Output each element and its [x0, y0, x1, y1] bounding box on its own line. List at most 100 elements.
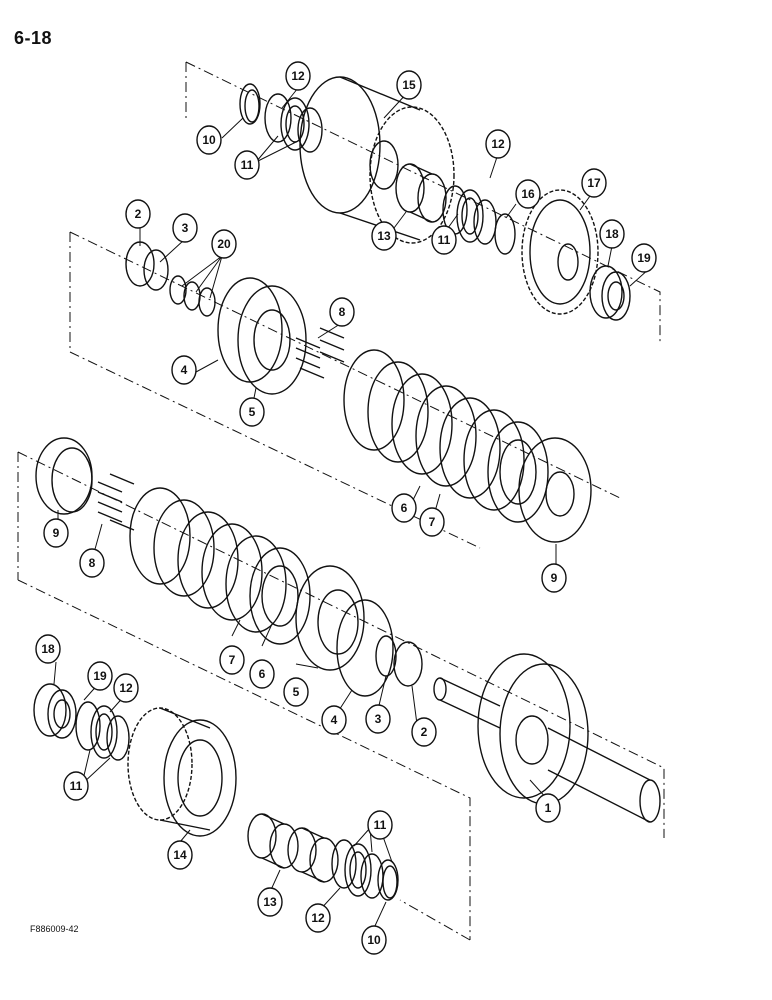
callout-label: 6 [401, 501, 408, 515]
callout-15 [396, 70, 422, 100]
callout-8-lower [79, 548, 105, 578]
callout-label: 18 [41, 642, 55, 656]
gear-15 [299, 76, 455, 244]
rings-2-3-20 [125, 241, 216, 317]
figure-code: F886009-42 [30, 924, 79, 934]
callout-12-bottom [305, 903, 331, 933]
callout-13-bottom [257, 887, 283, 917]
callout-2-top [125, 199, 151, 229]
callout-8-top [329, 297, 355, 327]
callout-11-top [234, 150, 260, 180]
callout-label: 11 [70, 779, 83, 793]
callout-label: 19 [637, 251, 651, 265]
callout-20 [211, 229, 237, 259]
callout-label: 13 [377, 229, 391, 243]
bearing-18-top [589, 265, 631, 321]
callouts [35, 61, 657, 955]
snap-ring-10-top [239, 83, 261, 125]
callout-label: 17 [587, 176, 601, 190]
callout-10-bottom [361, 925, 387, 955]
callout-label: 7 [229, 653, 236, 667]
callout-label: 20 [217, 237, 231, 251]
callout-label: 9 [53, 526, 60, 540]
bearing-18-lower [33, 683, 77, 739]
callout-11-lower [63, 771, 89, 801]
callout-7-lower [219, 645, 245, 675]
callout-4-lower [321, 705, 347, 735]
callout-12-mid [485, 129, 511, 159]
callout-10-top [196, 125, 222, 155]
callout-16 [515, 179, 541, 209]
ring-16 [494, 213, 516, 255]
snap-ring-10-bottom [377, 859, 399, 901]
callout-label: 5 [249, 405, 256, 419]
group-frame-top [17, 61, 665, 941]
callout-label: 2 [135, 207, 142, 221]
callout-label: 18 [605, 227, 619, 241]
needle-bearing-13-top [395, 163, 447, 223]
gear-14 [127, 707, 237, 837]
needle-bearings-13-lower [247, 813, 339, 883]
callout-9-top [541, 563, 567, 593]
callout-1 [535, 793, 561, 823]
callout-label: 19 [93, 669, 107, 683]
callout-9-lower [43, 518, 69, 548]
springs-8-top [295, 327, 345, 379]
callout-label: 11 [241, 158, 254, 172]
callout-label: 4 [331, 713, 338, 727]
callout-3-top [172, 213, 198, 243]
callout-label: 9 [551, 571, 558, 585]
callout-label: 7 [429, 515, 436, 529]
thrust-bearing-bottom [331, 839, 384, 899]
callout-label: 1 [545, 801, 552, 815]
callout-5-lower [283, 677, 309, 707]
gear-17 [521, 189, 599, 315]
springs-8-lower [97, 473, 135, 531]
callout-12-lower [113, 673, 139, 703]
callout-label: 8 [89, 556, 96, 570]
callout-label: 14 [173, 848, 187, 862]
callout-label: 13 [263, 895, 277, 909]
backing-plate-9-top [518, 437, 592, 543]
callout-19-top [631, 243, 657, 273]
callout-label: 5 [293, 685, 300, 699]
callout-12-top [285, 61, 311, 91]
callout-label: 11 [374, 818, 387, 832]
callout-label: 10 [367, 933, 381, 947]
callout-14 [167, 840, 193, 870]
callout-label: 3 [182, 221, 189, 235]
callout-18-top [599, 219, 625, 249]
callout-label: 12 [291, 69, 305, 83]
callout-label: 16 [521, 187, 535, 201]
callout-2-lower [411, 717, 437, 747]
callout-19-lower [87, 661, 113, 691]
callout-5-top [239, 397, 265, 427]
callout-label: 12 [491, 137, 505, 151]
thrust-bearing-lower [75, 701, 130, 761]
callout-11-bottom [367, 810, 393, 840]
clutch-pack-lower [129, 487, 311, 645]
callout-7-top [419, 507, 445, 537]
backing-plate-9-lower [35, 437, 93, 515]
callout-6-lower [249, 659, 275, 689]
callout-6-top [391, 493, 417, 523]
clutch-pack-top [343, 349, 549, 523]
callout-label: 12 [311, 911, 325, 925]
callout-label: 12 [119, 681, 133, 695]
callout-label: 6 [259, 667, 266, 681]
callout-11-mid [431, 225, 457, 255]
callout-label: 11 [438, 233, 451, 247]
callout-3-lower [365, 704, 391, 734]
callout-label: 15 [402, 78, 416, 92]
page-number: 6-18 [14, 28, 53, 48]
callout-label: 2 [421, 725, 428, 739]
callout-17 [581, 168, 607, 198]
callout-label: 8 [339, 305, 346, 319]
callout-18-lower [35, 634, 61, 664]
callout-label: 3 [375, 712, 382, 726]
callout-label: 10 [202, 133, 216, 147]
callout-4-top [171, 355, 197, 385]
callout-13-top [371, 221, 397, 251]
callout-label: 4 [181, 363, 188, 377]
